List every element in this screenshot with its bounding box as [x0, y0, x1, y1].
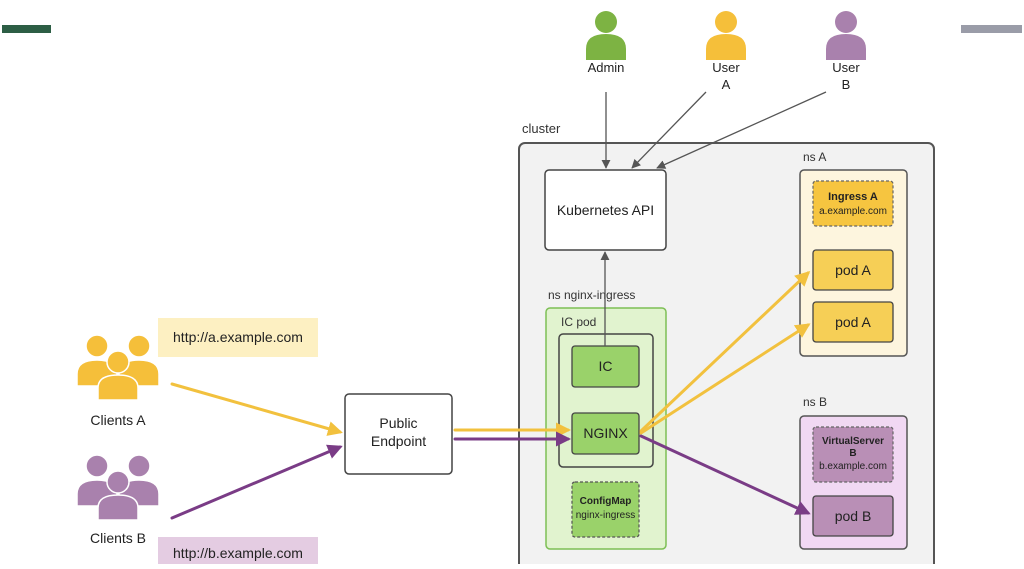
ic-label: IC [599, 358, 613, 374]
nginx-label: NGINX [583, 425, 628, 441]
clients-b-label: Clients B [90, 530, 146, 546]
nginx-to-pod-a2-arrow [639, 323, 811, 435]
clients-a-to-endpoint-arrow [170, 382, 343, 436]
traffic-flow-b [170, 431, 811, 520]
nginx-box: NGINX [571, 412, 640, 455]
user-b-label-line2: B [842, 77, 851, 92]
ingress-a-box: Ingress A a.example.com [812, 180, 894, 227]
public-endpoint-box: Public Endpoint [344, 393, 453, 475]
pod-b-label: pod B [835, 508, 872, 524]
ic-pod-label: IC pod [561, 315, 596, 329]
configmap-box: ConfigMap nginx-ingress [571, 481, 640, 538]
ns-b-label: ns B [803, 395, 827, 409]
admin-actor: Admin [586, 11, 626, 75]
kubernetes-api-box: Kubernetes API [544, 169, 667, 251]
clients-b-to-endpoint-arrow [170, 444, 343, 520]
corner-bar-right [961, 25, 1022, 33]
virtualserver-b-title-line1: VirtualServer [822, 436, 884, 447]
ns-nginx-label: ns nginx-ingress [548, 288, 635, 302]
pod-a-label: pod A [835, 314, 871, 330]
clients-a-group: Clients A [76, 334, 160, 428]
ingress-a-title: Ingress A [828, 191, 878, 203]
virtualserver-b-box: VirtualServer B b.example.com [812, 426, 894, 483]
cluster-label: cluster [522, 121, 561, 136]
public-endpoint-line1: Public [379, 415, 417, 431]
admin-label: Admin [588, 60, 625, 75]
configmap-name: nginx-ingress [576, 510, 635, 521]
pod-a-label: pod A [835, 262, 871, 278]
user-a-actor: User A [706, 11, 746, 92]
person-icon [826, 11, 866, 60]
url-a-label: http://a.example.com [158, 318, 318, 357]
public-endpoint-line2: Endpoint [371, 433, 426, 449]
ic-box: IC [571, 345, 640, 388]
url-b-text: http://b.example.com [173, 545, 303, 561]
pod-a-box: pod A [812, 249, 894, 291]
user-b-to-api-arrow [656, 91, 827, 169]
url-a-text: http://a.example.com [173, 329, 303, 345]
clients-b-group: Clients B [76, 454, 160, 546]
people-group-icon [76, 454, 160, 521]
traffic-flow-a [170, 270, 811, 438]
control-arrows [600, 91, 827, 346]
url-b-label: http://b.example.com [158, 537, 318, 567]
person-icon [706, 11, 746, 60]
ingress-a-host: a.example.com [819, 206, 887, 217]
user-a-label-line1: User [712, 60, 740, 75]
pod-b-box: pod B [812, 495, 894, 537]
pod-a-box: pod A [812, 301, 894, 343]
people-group-icon [76, 334, 160, 401]
kubernetes-api-label: Kubernetes API [557, 202, 654, 218]
nginx-to-pod-a1-arrow [639, 270, 811, 433]
virtualserver-b-host: b.example.com [819, 461, 887, 472]
virtualserver-b-title-line2: B [849, 448, 856, 459]
nginx-to-pod-b-arrow [639, 434, 811, 515]
user-b-label-line1: User [832, 60, 860, 75]
user-b-actor: User B [826, 11, 866, 92]
person-icon [586, 11, 626, 60]
configmap-title: ConfigMap [580, 496, 632, 507]
user-a-to-api-arrow [631, 91, 707, 169]
ns-a-label: ns A [803, 150, 826, 164]
user-a-label-line2: A [722, 77, 731, 92]
clients-a-label: Clients A [90, 412, 146, 428]
corner-bar-left [2, 25, 51, 33]
